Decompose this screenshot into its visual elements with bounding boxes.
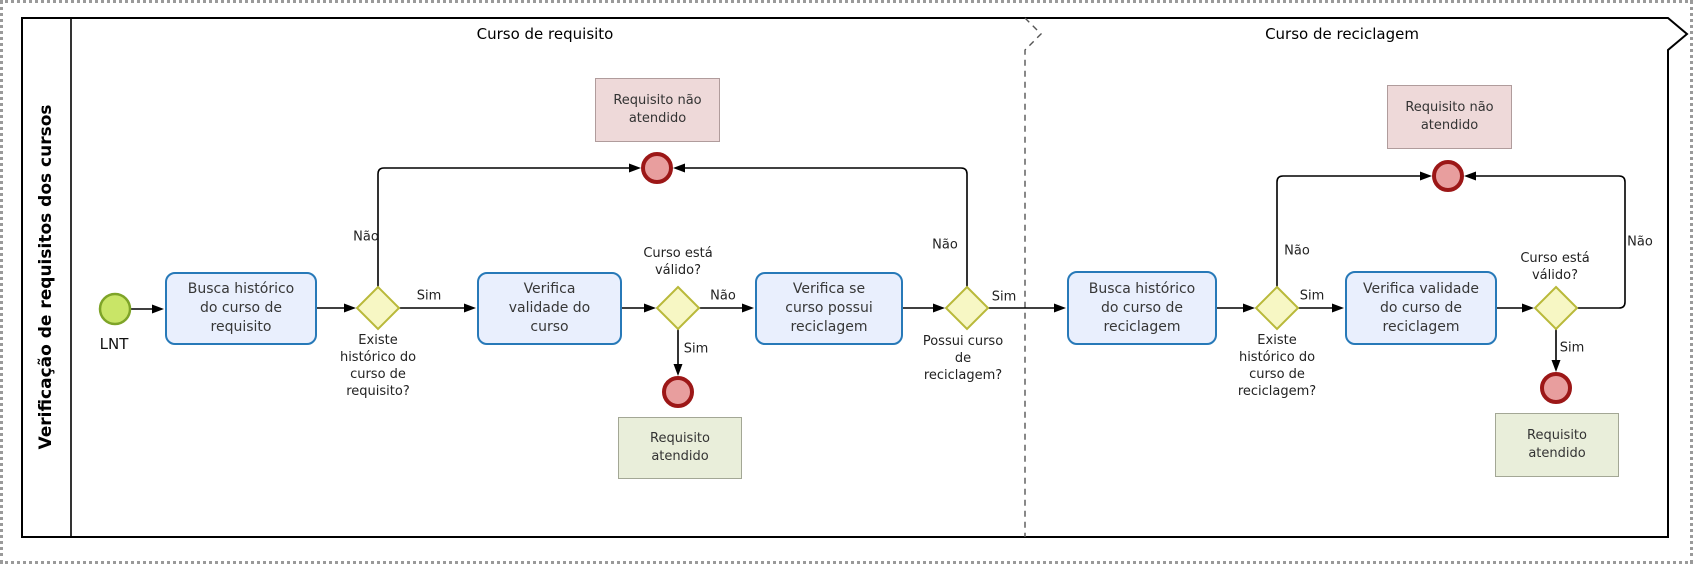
arrowhead	[644, 303, 656, 313]
arrowhead	[1420, 171, 1432, 181]
flow-existe-historico-nao-to-end	[377, 167, 629, 287]
arrowhead	[1464, 171, 1476, 181]
gateway-existe-historico-reciclagem[interactable]	[1254, 285, 1300, 331]
annotation-requisito-atendido-2[interactable]: Requisito atendido	[1495, 413, 1619, 477]
arrowhead	[1522, 303, 1534, 313]
edge-label-nao-4: Não	[1284, 243, 1310, 259]
gateway-label-existe-historico-requisito: Existe histórico do curso de requisito?	[339, 333, 417, 399]
edge-label-sim-4: Sim	[1299, 288, 1325, 304]
annotation-requisito-atendido-1[interactable]: Requisito atendido	[618, 417, 742, 479]
edge-label-sim-2: Sim	[683, 341, 709, 357]
arrowhead	[1332, 303, 1344, 313]
arrowhead	[1054, 303, 1066, 313]
arrowhead	[344, 303, 356, 313]
annotation-requisito-nao-atendido-1[interactable]: Requisito não atendido	[595, 78, 720, 142]
edge-label-nao-5: Não	[1627, 234, 1653, 250]
edge-label-nao-2: Não	[710, 288, 736, 304]
arrowhead	[464, 303, 476, 313]
phase-header-curso-de-reciclagem: Curso de reciclagem	[1265, 25, 1419, 43]
gateway-label-possui-curso-reciclagem: Possui curso de reciclagem?	[922, 334, 1004, 383]
edge-label-nao-3: Não	[932, 237, 958, 253]
start-event-label: LNT	[99, 335, 129, 353]
arrowhead	[1551, 360, 1561, 372]
arrowhead	[629, 163, 641, 173]
task-verifica-validade-reciclagem[interactable]: Verifica validade do curso de reciclagem	[1345, 271, 1497, 345]
arrowhead	[673, 163, 685, 173]
task-busca-historico-reciclagem[interactable]: Busca histórico do curso de reciclagem	[1067, 271, 1217, 345]
gateway-label-curso-esta-valido-1: Curso está válido?	[643, 246, 713, 278]
start-event[interactable]	[98, 292, 132, 326]
arrowhead	[933, 303, 945, 313]
task-verifica-curso-possui-reciclagem[interactable]: Verifica se curso possui reciclagem	[755, 272, 903, 345]
annotation-requisito-nao-atendido-2[interactable]: Requisito não atendido	[1387, 85, 1512, 149]
edge-label-sim-5: Sim	[1559, 340, 1585, 356]
gateway-label-existe-historico-reciclagem: Existe histórico do curso de reciclagem?	[1237, 333, 1317, 399]
pool-title: Verificação de requisitos dos cursos	[36, 104, 56, 450]
edge-label-sim-1: Sim	[416, 288, 442, 304]
flow-curso-valido2-nao-to-end	[1476, 175, 1626, 309]
end-event-atendido-2[interactable]	[1540, 372, 1572, 404]
arrowhead	[742, 303, 754, 313]
gateway-existe-historico-requisito[interactable]	[355, 285, 401, 331]
arrowhead	[152, 304, 164, 314]
edge-label-sim-3: Sim	[991, 289, 1017, 305]
gateway-curso-esta-valido-1[interactable]	[655, 285, 701, 331]
phase-header-curso-de-requisito: Curso de requisito	[476, 25, 614, 43]
edge-label-nao-1: Não	[353, 229, 379, 245]
pool-outline	[21, 17, 1689, 538]
end-event-nao-atendido-2[interactable]	[1432, 160, 1464, 192]
task-verifica-validade-curso[interactable]: Verifica validade do curso	[477, 272, 622, 345]
task-busca-historico-requisito[interactable]: Busca histórico do curso de requisito	[165, 272, 317, 345]
end-event-nao-atendido-1[interactable]	[641, 152, 673, 184]
phase-divider	[1024, 17, 1042, 537]
gateway-label-curso-esta-valido-2: Curso está válido?	[1520, 251, 1590, 283]
end-event-atendido-1[interactable]	[662, 376, 694, 408]
arrowhead	[1243, 303, 1255, 313]
gateway-possui-curso-reciclagem[interactable]	[944, 285, 990, 331]
flow-possui-reciclagem-nao-to-end	[685, 167, 968, 287]
gateway-curso-esta-valido-2[interactable]	[1533, 285, 1579, 331]
flow-existe-historico2-nao-to-end	[1276, 175, 1420, 287]
arrowhead	[673, 364, 683, 376]
